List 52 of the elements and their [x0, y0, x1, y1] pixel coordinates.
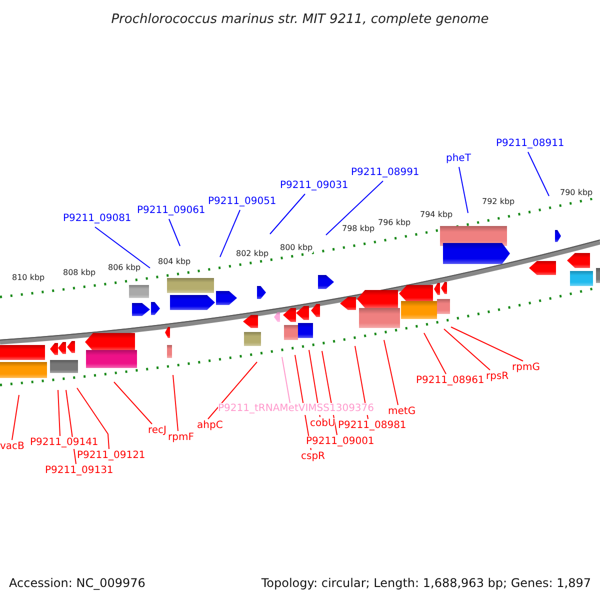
leader-line	[208, 362, 258, 420]
leader-line	[270, 194, 306, 234]
genome-info-text: Topology: circular; Length: 1,688,963 bp; Genes: 1,897	[261, 575, 591, 592]
leader-line	[168, 218, 180, 246]
scale-label: 804 kbp	[158, 257, 191, 267]
gene-label: P9211_09001	[306, 436, 374, 448]
gene-label: ahpC	[197, 420, 223, 432]
gene-label: rpsR	[486, 371, 509, 383]
gene-label: P9211_09081	[63, 213, 132, 225]
leader-line	[424, 332, 446, 374]
leader-line	[450, 326, 524, 362]
gene-label: P9211_09061	[137, 205, 206, 217]
accession-text: Accession: NC_009976	[9, 575, 146, 592]
leader-line	[76, 388, 110, 450]
leader-line	[94, 226, 150, 268]
gene-label: P9211_09051	[208, 196, 276, 208]
gene-label: pheT	[446, 153, 471, 165]
leader-line	[58, 390, 60, 436]
leader-line	[444, 328, 490, 370]
leader-line	[384, 340, 398, 406]
title: Prochlorococcus marinus str. MIT 9211, complete genome	[110, 11, 490, 29]
scale-label: 796 kbp	[378, 218, 411, 228]
leader-line	[282, 356, 290, 404]
gene-label: rpmF	[168, 432, 194, 444]
gene-label: P9211_08991	[351, 167, 420, 179]
scale-label: 806 kbp	[108, 263, 141, 273]
gene-label: rpmG	[512, 362, 540, 374]
gene-label: P9211_09031	[280, 180, 348, 192]
scale-label: 802 kbp	[236, 249, 269, 259]
leader-line	[172, 374, 178, 432]
leader-line	[458, 166, 468, 214]
gene-label: P9211_09131	[45, 465, 114, 477]
leader-line	[528, 152, 550, 196]
gene-label: P9211_09121	[77, 450, 146, 462]
scale-label: 794 kbp	[420, 210, 453, 220]
gene-label: P9211_08961	[416, 375, 484, 387]
gene-label: recJ	[148, 425, 166, 437]
scale-label: 792 kbp	[482, 197, 515, 207]
leader-line	[12, 394, 20, 440]
scale-label: 800 kbp	[280, 243, 313, 253]
leader-line	[114, 382, 152, 424]
leader-line	[326, 180, 384, 236]
leader-line	[220, 210, 240, 258]
gene-label: cspR	[301, 451, 326, 463]
scale-label: 790 kbp	[560, 188, 593, 198]
scale-label: 798 kbp	[342, 224, 375, 234]
scale-label: 810 kbp	[12, 273, 45, 283]
gene-label: P9211_08911	[496, 138, 564, 150]
gene-label: P9211_08981	[338, 420, 406, 432]
gene-label: P9211_tRNAMetVIMSS1309376	[218, 403, 374, 415]
gene-label: P9211_09141	[30, 437, 98, 449]
scale-label: 808 kbp	[63, 268, 96, 278]
